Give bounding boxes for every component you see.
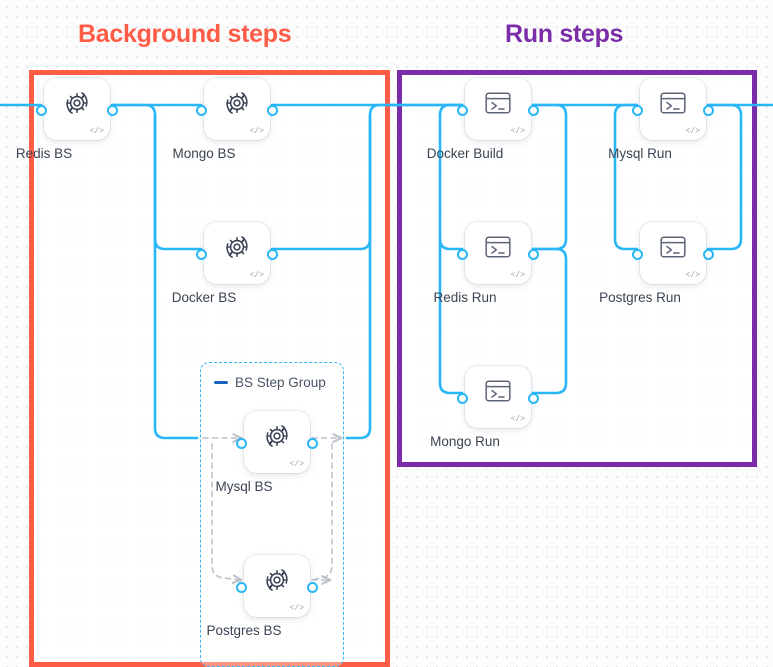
node-label: Mysql Run — [608, 146, 672, 161]
input-port[interactable] — [36, 105, 47, 116]
terminal-icon — [640, 78, 706, 128]
input-port[interactable] — [632, 249, 643, 260]
code-badge-icon: </> — [685, 271, 700, 280]
node-card[interactable]: </> — [640, 78, 706, 140]
output-port[interactable] — [528, 249, 539, 260]
code-badge-icon: </> — [289, 460, 304, 469]
input-port[interactable] — [196, 249, 207, 260]
output-port[interactable] — [307, 582, 318, 593]
output-port[interactable] — [307, 438, 318, 449]
terminal-icon — [465, 222, 531, 272]
output-port[interactable] — [267, 105, 278, 116]
node-label: Postgres Run — [599, 290, 681, 305]
node-card[interactable]: </> — [244, 411, 310, 473]
code-badge-icon: </> — [685, 127, 700, 136]
output-port[interactable] — [528, 105, 539, 116]
node-label: Redis BS — [15, 146, 73, 161]
code-badge-icon: </> — [249, 127, 264, 136]
node-card[interactable]: </> — [465, 78, 531, 140]
gear-sync-icon — [244, 555, 310, 605]
node-card[interactable]: </> — [204, 78, 270, 140]
code-badge-icon: </> — [510, 415, 525, 424]
terminal-icon — [640, 222, 706, 272]
node-card[interactable]: </> — [244, 555, 310, 617]
output-port[interactable] — [267, 249, 278, 260]
terminal-icon — [465, 78, 531, 128]
step-group-label: BS Step Group — [235, 375, 326, 390]
step-group-header[interactable]: BS Step Group — [214, 375, 326, 390]
node-label: Mysql BS — [215, 479, 273, 494]
code-badge-icon: </> — [289, 604, 304, 613]
node-label: Mongo Run — [430, 434, 500, 449]
input-port[interactable] — [236, 438, 247, 449]
output-port[interactable] — [528, 393, 539, 404]
node-label: Docker Build — [426, 146, 504, 161]
node-label: Docker BS — [171, 290, 237, 305]
code-badge-icon: </> — [510, 127, 525, 136]
input-port[interactable] — [196, 105, 207, 116]
input-port[interactable] — [457, 105, 468, 116]
output-port[interactable] — [703, 105, 714, 116]
gear-sync-icon — [244, 411, 310, 461]
node-card[interactable]: </> — [465, 366, 531, 428]
step-group-bs[interactable]: BS Step Group — [200, 362, 344, 667]
minus-icon[interactable] — [214, 381, 228, 384]
terminal-icon — [465, 366, 531, 416]
code-badge-icon: </> — [89, 127, 104, 136]
output-port[interactable] — [107, 105, 118, 116]
code-badge-icon: </> — [510, 271, 525, 280]
gear-sync-icon — [44, 78, 110, 128]
input-port[interactable] — [457, 393, 468, 404]
node-card[interactable]: </> — [640, 222, 706, 284]
gear-sync-icon — [204, 78, 270, 128]
gear-sync-icon — [204, 222, 270, 272]
node-label: Mongo BS — [172, 146, 236, 161]
region-title-background-steps: Background steps — [78, 20, 292, 48]
node-label: Postgres BS — [206, 623, 282, 638]
input-port[interactable] — [236, 582, 247, 593]
code-badge-icon: </> — [249, 271, 264, 280]
node-label: Redis Run — [433, 290, 497, 305]
node-card[interactable]: </> — [44, 78, 110, 140]
region-title-run-steps: Run steps — [505, 20, 624, 48]
input-port[interactable] — [457, 249, 468, 260]
node-card[interactable]: </> — [204, 222, 270, 284]
input-port[interactable] — [632, 105, 643, 116]
node-card[interactable]: </> — [465, 222, 531, 284]
output-port[interactable] — [703, 249, 714, 260]
